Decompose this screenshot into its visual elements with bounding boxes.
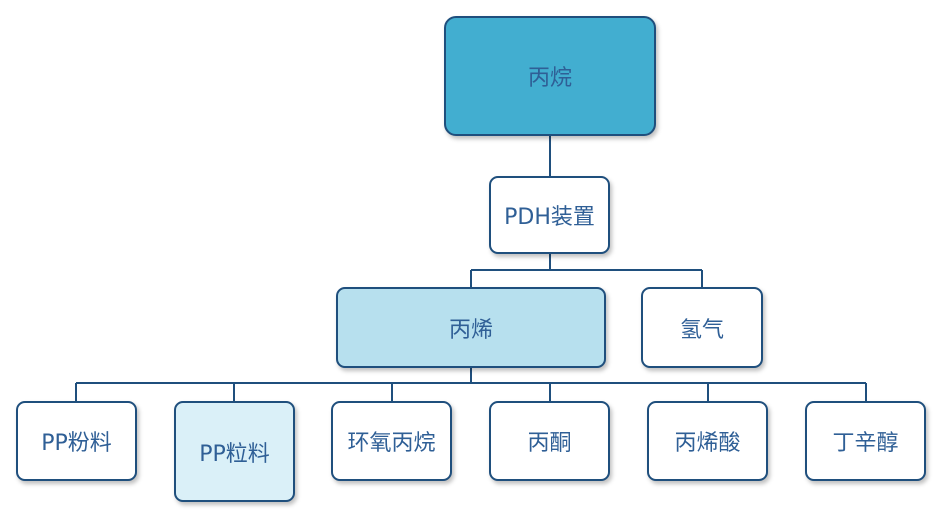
node-hydrogen-label: 氢气	[679, 317, 724, 343]
node-propylene: 丙烯	[336, 287, 606, 368]
node-pdh-unit: PDH装置	[489, 176, 610, 254]
node-propylene-oxide: 环氧丙烷	[331, 401, 452, 481]
node-octanol: 丁辛醇	[805, 401, 926, 481]
node-pp-pellet: PP粒料	[174, 401, 295, 502]
node-pp-pellet-label: PP粒料	[199, 441, 270, 467]
node-pp-powder-label: PP粉料	[41, 431, 112, 456]
node-acrylic-acid: 丙烯酸	[647, 401, 768, 481]
node-hydrogen: 氢气	[641, 287, 763, 368]
node-acrylic-acid-label: 丙烯酸	[674, 431, 741, 456]
node-acetone: 丙酮	[489, 401, 610, 481]
node-pdh-unit-label: PDH装置	[504, 205, 595, 230]
node-propylene-label: 丙烯	[448, 317, 493, 343]
node-acetone-label: 丙酮	[527, 431, 572, 456]
node-propane: 丙烷	[444, 16, 656, 136]
node-propane-label: 丙烷	[527, 66, 572, 91]
node-pp-powder: PP粉料	[16, 401, 137, 481]
node-propylene-oxide-label: 环氧丙烷	[347, 431, 436, 456]
node-octanol-label: 丁辛醇	[832, 431, 899, 456]
